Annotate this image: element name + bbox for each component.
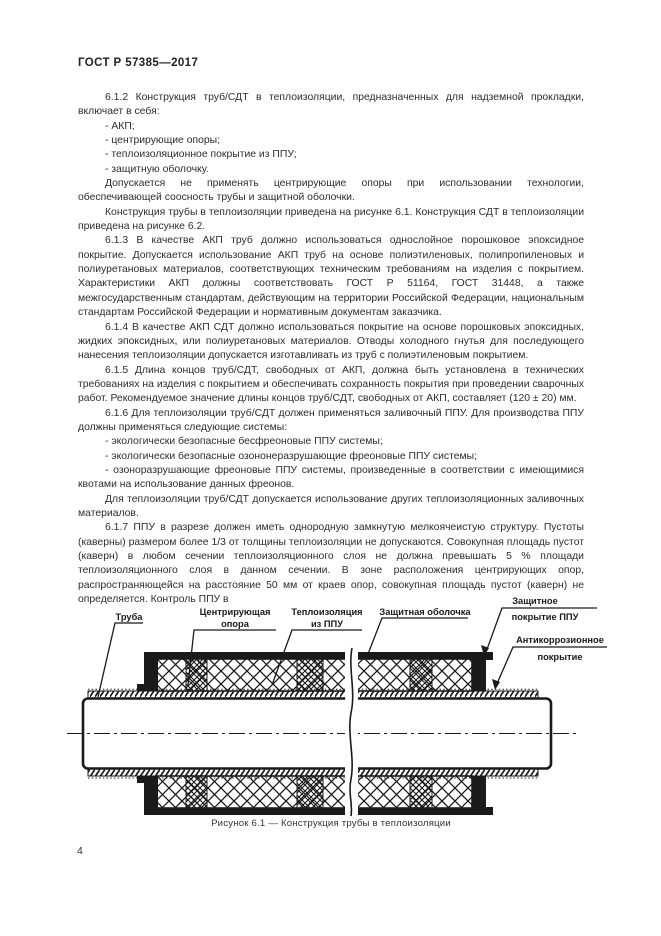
insulation-end-cap (472, 776, 486, 815)
paragraph-allowance: Допускается не применять центрирующие оп… (78, 178, 584, 204)
centering-support (296, 775, 324, 809)
label-insulation: Теплоизоляция (291, 607, 362, 617)
list-item-insulation: - теплоизоляционное покрытие из ППУ; (105, 149, 297, 161)
leader-insulation (271, 629, 362, 686)
leader-shell (367, 617, 468, 655)
list-item-akp: - АКП; (105, 120, 135, 132)
label-centering-support: Центрирующая (200, 607, 271, 617)
label-insulation: из ППУ (311, 619, 343, 629)
paragraph-figure-ref: Конструкция трубы в теплоизоляции привед… (78, 206, 584, 233)
centering-support (409, 658, 433, 692)
insulation-end-cap (137, 684, 145, 691)
leader-anticorrosion (495, 646, 607, 687)
label-ppu-cover: Защитное (512, 596, 558, 606)
paragraph-6-1-4: 6.1.4 В качестве АКП СДТ должно использо… (78, 321, 584, 362)
coating-band-top (87, 690, 539, 699)
leader-arrowhead (492, 679, 500, 690)
break-line (349, 647, 354, 817)
list-item-supports: - центрирующие опоры; (105, 135, 221, 147)
paragraph-6-1-2: 6.1.2 Конструкция труб/СДТ в теплоизоляц… (78, 92, 584, 118)
list-item-shell: - защитную оболочку. (105, 163, 209, 175)
label-centering-support: опора (221, 619, 250, 629)
insulation-end-cap (485, 807, 493, 815)
list-item-freon-free: - экологически безопасные бесфреоновые П… (105, 436, 383, 448)
paragraph-6-1-7: 6.1.7 ППУ в разрезе должен иметь однород… (78, 522, 584, 606)
insulation-end-cap (144, 776, 158, 815)
paragraph-6-1-5: 6.1.5 Длина концов труб/СДТ, свободных о… (78, 364, 584, 405)
standard-designation: ГОСТ Р 57385—2017 (78, 57, 199, 69)
insulation-end-cap (472, 652, 486, 691)
leader-ppu-cover (485, 607, 597, 653)
protective-shell-top (150, 652, 479, 659)
figure-6-1-drawing: Труба Центрирующая опора Теплоизоляция и… (65, 593, 610, 828)
insulation-end-cap (144, 652, 158, 691)
insulation-end-cap (485, 652, 493, 660)
centering-support (185, 775, 208, 809)
coating-band-bottom (87, 768, 539, 777)
centering-support (409, 775, 433, 809)
label-anticorrosion: покрытие (537, 652, 582, 662)
label-ppu-cover: покрытие ППУ (512, 612, 579, 622)
break-gap (345, 647, 358, 817)
paragraph-6-1-3: 6.1.3 В качестве АКП труб должно использ… (78, 235, 584, 319)
leader-arrowhead (481, 645, 489, 656)
centering-support (296, 658, 324, 692)
label-pipe: Труба (116, 612, 144, 622)
paragraph-other-materials: Для теплоизоляции труб/СДТ допускается и… (78, 493, 584, 519)
protective-shell-bottom (150, 808, 479, 815)
label-shell: Защитная оболочка (379, 607, 471, 617)
leader-centering-support (187, 629, 276, 686)
leader-pipe (97, 622, 143, 698)
label-anticorrosion: Антикоррозионное (516, 635, 604, 645)
insulation-end-cap (137, 776, 145, 783)
list-item-ozone-safe: - экологически безопасные озононеразруша… (105, 450, 478, 462)
page-number: 4 (77, 845, 83, 857)
body-text: 6.1.2 Конструкция труб/СДТ в теплоизоляц… (78, 91, 584, 607)
list-item-ozone-depleting: - озоноразрушающие фреоновые ППУ системы… (78, 464, 584, 491)
paragraph-6-1-6: 6.1.6 Для теплоизоляции труб/СДТ должен … (78, 407, 584, 433)
figure-caption: Рисунок 6.1 — Конструкция трубы в теплои… (211, 818, 451, 829)
